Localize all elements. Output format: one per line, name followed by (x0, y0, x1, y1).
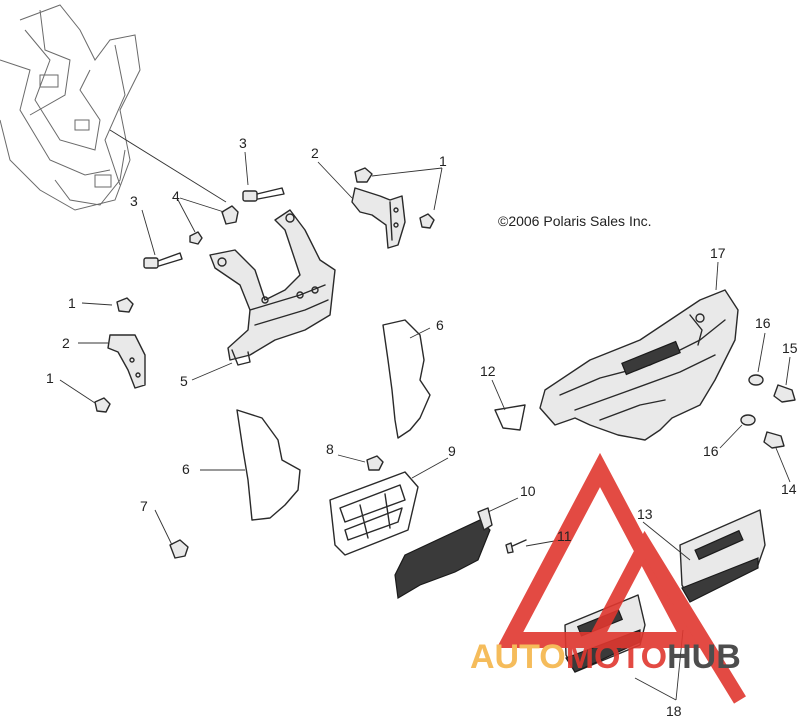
callout-label: 2 (311, 145, 319, 161)
callout-label: 8 (326, 441, 334, 457)
callout-labels: 3 2 1 3 4 1 2 1 5 6 12 6 8 9 10 7 11 13 … (46, 135, 798, 719)
callout-label: 10 (520, 483, 536, 499)
grille-frame (329, 471, 419, 556)
mount-bracket-upper (351, 187, 406, 249)
screw-11 (505, 539, 527, 554)
callout-label: 1 (46, 370, 54, 386)
bumper-bracket (209, 209, 336, 366)
bolt-14 (763, 431, 785, 449)
side-panel-left (236, 409, 301, 521)
bolt-3-upper (242, 187, 285, 202)
callout-label: 12 (480, 363, 496, 379)
decal-12 (494, 404, 526, 431)
callout-label: 13 (637, 506, 653, 522)
callout-label: 16 (703, 443, 719, 459)
skid-plate-upper (679, 509, 766, 603)
nut-8 (366, 455, 384, 471)
fastener-1-a (354, 167, 373, 183)
bolt-7 (169, 539, 189, 559)
callout-label: 6 (182, 461, 190, 477)
callout-label: 4 (172, 188, 180, 204)
front-bumper (539, 289, 739, 441)
callout-label: 1 (68, 295, 76, 311)
callout-label: 11 (557, 528, 572, 544)
vehicle-frame (0, 4, 227, 211)
fastener-1-b (419, 213, 435, 229)
callout-label: 2 (62, 335, 70, 351)
callout-label: 1 (439, 153, 447, 169)
callout-label: 9 (448, 443, 456, 459)
grille-mesh (394, 507, 493, 599)
callout-label: 3 (239, 135, 247, 151)
watermark: AUTOMOTOHUB (470, 452, 746, 704)
bolt-3-lower (143, 252, 183, 269)
callout-label: 16 (755, 315, 771, 331)
fastener-1-d (94, 397, 111, 413)
copyright-text: ©2006 Polaris Sales Inc. (498, 213, 652, 229)
watermark-text: AUTOMOTOHUB (470, 638, 741, 676)
callout-label: 7 (140, 498, 148, 514)
callout-label: 15 (782, 340, 798, 356)
washer-16-upper (748, 374, 764, 386)
callout-label: 18 (666, 703, 682, 719)
mount-bracket-lower (107, 334, 146, 389)
callout-label: 6 (436, 317, 444, 333)
nut-4 (189, 205, 239, 245)
washer-16-lower (740, 414, 756, 426)
fastener-1-c (116, 297, 134, 313)
callout-label: 3 (130, 193, 138, 209)
bolt-15 (773, 384, 796, 403)
side-panel-right (382, 319, 431, 439)
callout-label: 14 (781, 481, 797, 497)
callout-label: 5 (180, 373, 188, 389)
callout-label: 17 (710, 245, 726, 261)
